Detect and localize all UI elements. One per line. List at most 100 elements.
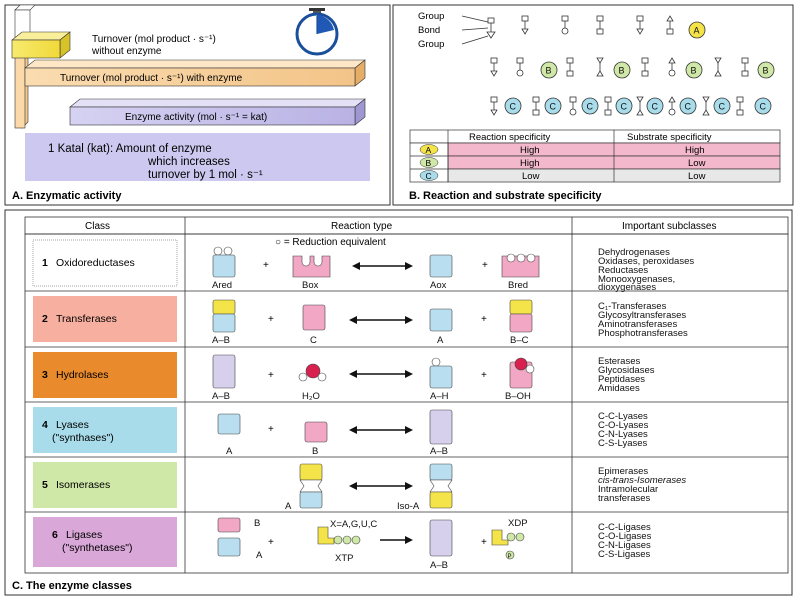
- class-name-2: Transferases: [56, 313, 117, 325]
- legend-bond: Bond: [418, 25, 440, 36]
- katal-line-1: 1 Katal (kat): Amount of enzyme: [48, 143, 212, 155]
- reaction-isomerases: A Iso-A: [285, 463, 453, 512]
- stopwatch-icon: [295, 8, 339, 56]
- subclass-6-4: C-S-Ligases: [598, 549, 651, 560]
- column-header-class: Class: [85, 221, 110, 232]
- header-substrate-specificity: Substrate specificity: [627, 132, 712, 143]
- subclass-2-3: Aminotransferases: [598, 319, 677, 330]
- molecule-row-3: C C C C C C C C: [490, 96, 772, 116]
- katal-line-2: which increases: [147, 156, 230, 168]
- class-box-2: [33, 296, 177, 342]
- enzyme-c-symbol-6: C: [685, 102, 692, 112]
- legend-group-bottom: Group: [418, 39, 444, 50]
- subclass-2-1: C₁-Transferases: [598, 301, 667, 312]
- subclass-4-2: C-O-Lyases: [598, 420, 649, 431]
- katal-line-3: turnover by 1 mol · s⁻¹: [148, 169, 263, 181]
- label-b-lyase: B: [312, 446, 318, 457]
- turnover-with-label: Turnover (mol product · s⁻¹) with enzyme: [60, 73, 243, 84]
- turnover-with-bar: [24, 67, 356, 87]
- class-name-1: Oxidoreductases: [56, 257, 135, 269]
- subclass-5-2: cis-trans-Isomerases: [598, 475, 686, 486]
- subclass-5-4: transferases: [598, 493, 651, 504]
- class-number-6: 6: [52, 529, 58, 541]
- enzyme-c-symbol-1: C: [510, 102, 517, 112]
- subclass-1-4: Monooxygenases,: [598, 274, 675, 285]
- reaction-hydrolases: + + A–B H₂O A–H B–OH: [212, 354, 535, 402]
- panel-a-caption: A. Enzymatic activity: [12, 190, 122, 202]
- class-box-3: [33, 352, 177, 398]
- reaction-lyases: + A B A–B: [217, 409, 453, 457]
- panel-c-enzyme-classes: Class Reaction type Important subclasses…: [4, 209, 793, 596]
- svg-text:+: +: [268, 424, 274, 435]
- enzyme-c-symbol-7: C: [719, 102, 726, 112]
- label-b-ox: Box: [302, 280, 319, 291]
- subclass-5-1: Epimerases: [598, 466, 648, 477]
- label-x-bases: X=A,G,U,C: [330, 519, 377, 530]
- reaction-oxidoreductases: + + Ared Box Aox Bred: [212, 246, 540, 291]
- svg-text:+: +: [481, 370, 487, 381]
- legend-group-top: Group: [418, 11, 444, 22]
- label-a-b-ligase: A–B: [430, 560, 448, 571]
- class-name-4-sub: ("synthases"): [52, 432, 114, 444]
- subclass-3-2: Glycosidases: [598, 365, 655, 376]
- subclass-6-2: C-O-Ligases: [598, 531, 652, 542]
- class-number-3: 3: [42, 369, 48, 381]
- enzyme-c-symbol-8: C: [760, 102, 767, 112]
- label-water: H₂O: [302, 391, 320, 402]
- subclass-2-2: Glycosyltransferases: [598, 310, 686, 321]
- subclass-6-3: C-N-Ligases: [598, 540, 651, 551]
- label-a: A: [437, 335, 444, 346]
- class-name-6: Ligases: [66, 529, 102, 541]
- class-number-2: 2: [42, 313, 48, 325]
- row-b-reaction: High: [520, 158, 540, 169]
- label-b-red: Bred: [508, 280, 528, 291]
- reaction-ligases: + + B A X=A,G,U,C XTP A–B XDP P: [217, 517, 528, 571]
- class-box-1: [32, 239, 178, 287]
- enzyme-activity-bar: [69, 106, 356, 126]
- reduction-equivalent-note: ○ = Reduction equivalent: [275, 237, 386, 248]
- label-a-lyase: A: [226, 446, 233, 457]
- class-number-5: 5: [42, 479, 48, 491]
- enzyme-c-symbol-5: C: [652, 102, 659, 112]
- row-c-reaction: Low: [522, 171, 540, 182]
- svg-text:+: +: [482, 260, 488, 271]
- subclass-1-5: dioxygenases: [598, 282, 656, 293]
- enzyme-b-symbol-4: B: [763, 66, 769, 76]
- enzyme-b-symbol-2: B: [619, 66, 625, 76]
- subclass-3-4: Amidases: [598, 383, 640, 394]
- svg-text:+: +: [481, 314, 487, 325]
- class-name-3: Hydrolases: [56, 369, 109, 381]
- subclass-1-2: Oxidases, peroxidases: [598, 256, 694, 267]
- class-box-4: [33, 407, 177, 453]
- subclass-3-1: Esterases: [598, 356, 640, 367]
- panel-b-specificity: Group Bond Group A B: [392, 4, 794, 206]
- label-xtp: XTP: [335, 553, 353, 564]
- row-a-reaction: High: [520, 145, 540, 156]
- table-row-label-b: B: [426, 158, 432, 168]
- label-a-red: Ared: [212, 280, 232, 291]
- specificity-table: Reaction specificity Substrate specifici…: [409, 129, 781, 183]
- label-b-c: B–C: [510, 335, 529, 346]
- subclasses-column: Dehydrogenases Oxidases, peroxidases Red…: [598, 247, 694, 560]
- label-a-ligase: A: [256, 550, 263, 561]
- svg-text:+: +: [268, 314, 274, 325]
- table-row-label-a: A: [426, 145, 432, 155]
- label-a-iso: A: [285, 501, 292, 512]
- svg-text:+: +: [481, 537, 487, 548]
- turnover-without-label-2: without enzyme: [91, 46, 162, 57]
- reaction-transferases: + + A–B C A B–C: [212, 299, 533, 346]
- panel-a-enzymatic-activity: Turnover (mol product · s⁻¹) without enz…: [4, 4, 391, 206]
- subclass-4-3: C-N-Lyases: [598, 429, 648, 440]
- turnover-without-label-1: Turnover (mol product · s⁻¹): [92, 34, 216, 45]
- class-name-4: Lyases: [56, 419, 89, 431]
- plus-sign: +: [263, 260, 269, 271]
- row-b-substrate: Low: [688, 158, 706, 169]
- panel-c-caption: C. The enzyme classes: [12, 580, 132, 592]
- class-number-1: 1: [42, 257, 48, 269]
- enzyme-a-symbol: A: [694, 26, 700, 36]
- subclass-3-3: Peptidases: [598, 374, 645, 385]
- molecule-row-2: B B B B: [490, 57, 775, 79]
- class-box-5: [33, 462, 177, 508]
- class-box-6: [33, 517, 177, 567]
